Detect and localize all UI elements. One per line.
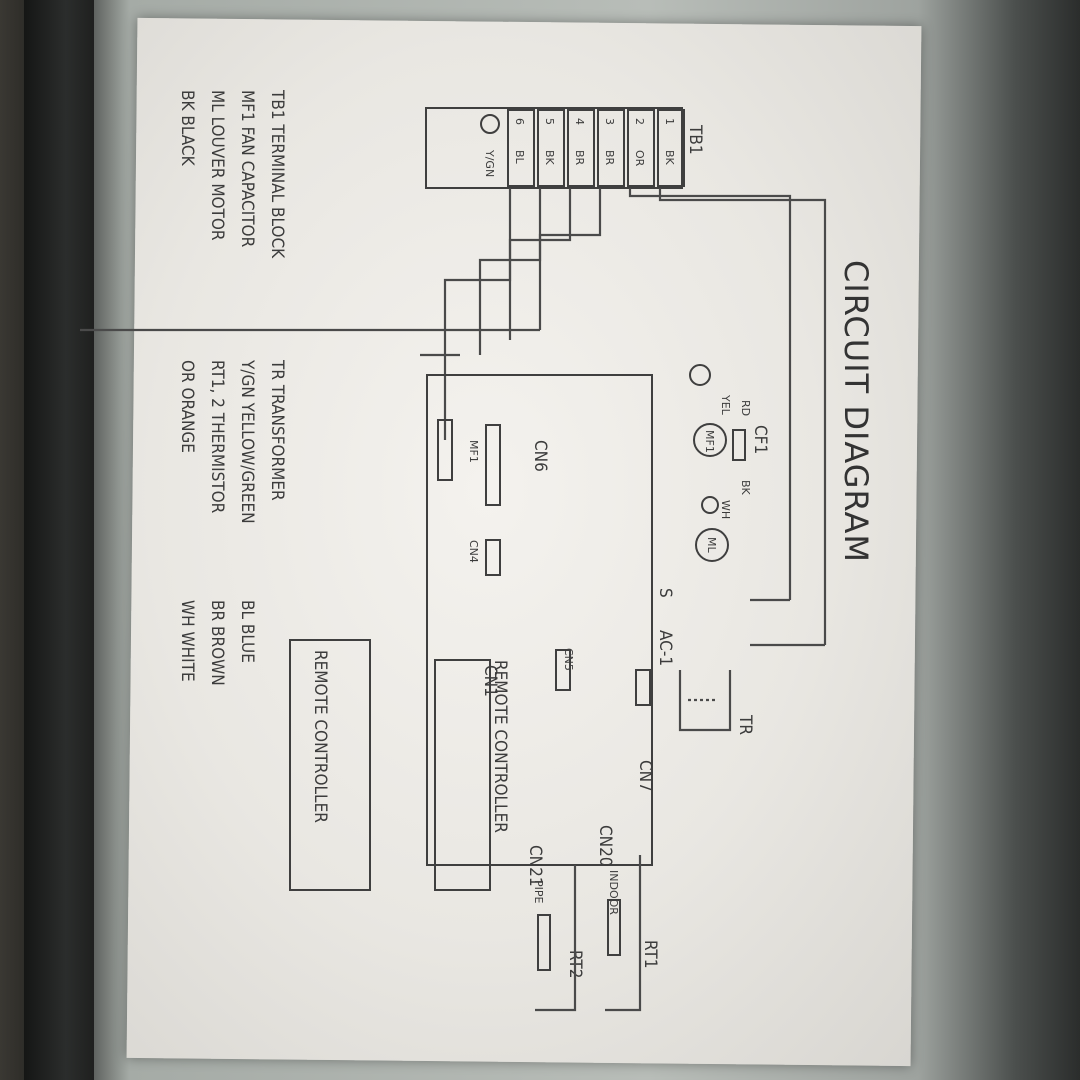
fan-lead-red: RD: [739, 400, 752, 416]
legend-entry: TB1 TERMINAL BLOCK: [267, 89, 287, 259]
legend-entry: MF1 FAN CAPACITOR: [237, 90, 257, 248]
tb-wire-color: BK: [663, 150, 676, 166]
legend: TB1 TERMINAL BLOCK TR TRANSFORMER MF1 FAN …: [177, 89, 287, 686]
tb-wire-color: BR: [603, 150, 616, 166]
mf1-connector-label: MF1: [467, 440, 480, 463]
tb-number: 1: [663, 118, 676, 125]
legend-entry: Y/GN YELLOW/GREEN: [237, 359, 257, 524]
cn7-label: CN7: [635, 760, 655, 792]
diagram-title: CIRCUIT DIAGRAM: [837, 260, 875, 563]
legend-entry: BL BLUE: [237, 600, 257, 663]
tb-slot: [537, 109, 565, 187]
pcb-board: MF1 CN4 S AC-1 CN1 CN5 CN7 CN20 CN21 CN6: [426, 374, 675, 887]
tb-slot: [657, 109, 685, 187]
tb-number: 5: [543, 118, 556, 125]
tb1-label: TB1: [685, 124, 705, 155]
indoor-label: INDOOR: [607, 870, 620, 915]
ac1-label: AC-1: [655, 630, 675, 666]
tb-slot: [567, 109, 595, 187]
transformer-tr: TR: [678, 670, 755, 735]
remote-controller-1: REMOTE CONTROLLER: [490, 660, 510, 833]
tb-slot: [627, 109, 655, 187]
fan-motor-mf1: MF1 CF1 RD BK YEL WH: [689, 364, 770, 519]
cn6-label: CN6: [530, 440, 550, 472]
tb-wire-color: BK: [543, 150, 556, 166]
tb-number: 2: [633, 118, 646, 125]
legend-entry: BR BROWN: [207, 600, 227, 686]
tb-number: 4: [573, 118, 586, 125]
remote-controller-block: REMOTE CONTROLLER REMOTE CONTROLLER: [289, 639, 510, 891]
legend-entry: OR ORANGE: [177, 360, 197, 453]
fan-lead-yellow: YEL: [719, 394, 732, 416]
cn4-label: CN4: [467, 540, 480, 563]
tb-number: 3: [603, 118, 616, 125]
cn20-label: CN20: [595, 825, 615, 867]
louver-motor-ml: ML: [695, 496, 729, 562]
cf1-label: CF1: [750, 425, 770, 454]
legend-entry: ML LOUVER MOTOR: [207, 90, 227, 241]
tb-ground-label: Y/GN: [483, 149, 496, 177]
tb-wire-color: BL: [513, 150, 526, 165]
pipe-label: PIPE: [532, 880, 545, 904]
ml-label: ML: [705, 537, 718, 553]
fan-lead-black: BK: [739, 480, 752, 496]
cn21-label: CN21: [525, 845, 545, 887]
legend-entry: TR TRANSFORMER: [267, 359, 287, 501]
remote-controller-2: REMOTE CONTROLLER: [310, 650, 330, 823]
cn5-label: CN5: [562, 648, 575, 671]
terminal-block: 1BK 2OR 3BR 4BR 5BK 6BL Y/GN: [425, 107, 685, 189]
tb-slot: [507, 109, 535, 187]
rt1-label: RT1: [640, 940, 660, 968]
legend-entry: RT1, 2 THERMISTOR: [207, 360, 227, 514]
tb-slot: [597, 109, 625, 187]
legend-entry: WH WHITE: [177, 600, 197, 682]
tr-label: TR: [735, 714, 755, 735]
fan-lead-white: WH: [719, 500, 732, 519]
tb-number: 6: [513, 118, 526, 125]
tb-wire-color: OR: [633, 150, 646, 167]
wire-bundle: [80, 188, 827, 647]
legend-entry: BK BLACK: [177, 90, 197, 167]
mf1-motor-label: MF1: [703, 430, 716, 453]
dark-panel-edge: [24, 0, 94, 1080]
s-label: S: [655, 588, 675, 598]
ground-icon: [480, 114, 500, 134]
tb-wire-color: BR: [573, 150, 586, 166]
thermistors: RT1 RT2 INDOOR PIPE: [532, 855, 660, 1012]
